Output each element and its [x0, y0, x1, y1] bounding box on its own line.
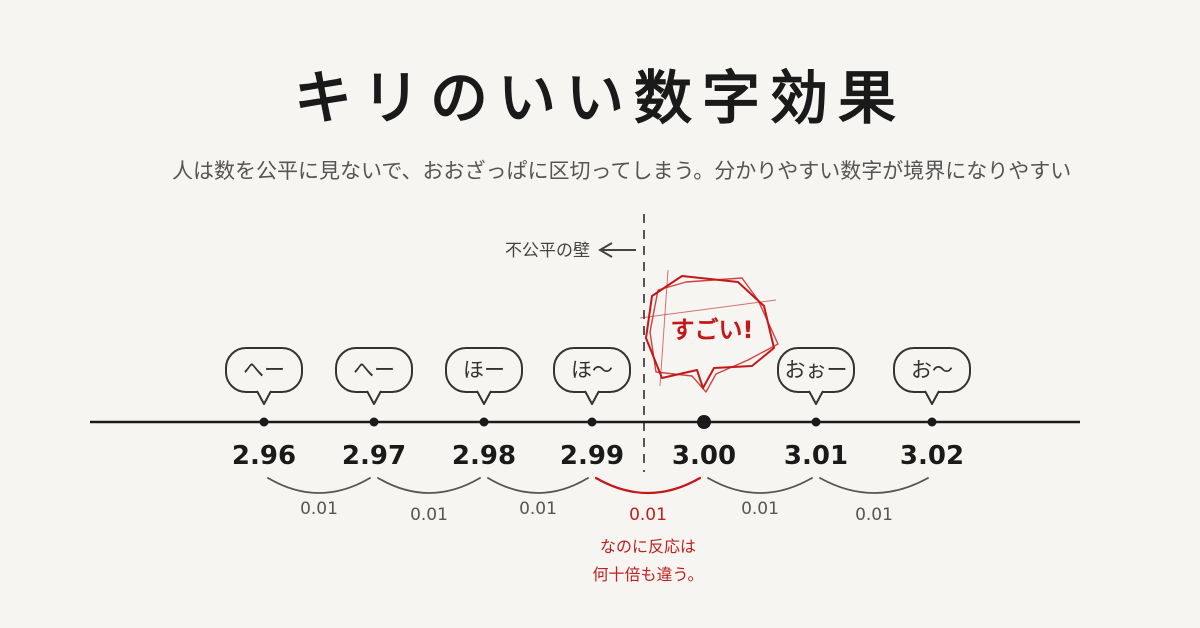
reaction-bubble-tail	[924, 390, 940, 405]
reaction-bubble-text: へー	[353, 358, 395, 382]
reaction-bubble-text: へー	[243, 358, 285, 382]
wow-bubble-text: すごい!	[671, 316, 754, 344]
note-line-1: なのに反応は	[600, 537, 696, 556]
gap-brace	[267, 477, 371, 494]
tick-dot	[811, 417, 821, 427]
ticks-layer: 2.96 へー 2.97 へー 2.98 ほー 2.99 ほ〜 3.00 3.01 おぉー 3.02 お…	[225, 347, 971, 471]
reaction-bubble-text: お〜	[911, 358, 953, 382]
gap-label: 0.01	[855, 505, 893, 525]
reaction-bubble-text: ほー	[463, 358, 505, 382]
tick-label: 2.98	[452, 441, 516, 471]
gap-brace	[594, 476, 702, 494]
tick-label: 3.01	[784, 441, 848, 471]
unfair-wall-label: 不公平の壁	[505, 241, 590, 261]
gaps-layer: 0.01 0.01 0.01 0.01 0.01 0.01	[267, 476, 929, 525]
gap-brace	[819, 477, 929, 494]
note-line-2: 何十倍も違う。	[592, 565, 703, 584]
gap-brace	[707, 477, 813, 494]
tick-dot	[587, 417, 597, 427]
tick-dot	[369, 417, 379, 427]
gap-brace	[377, 477, 481, 494]
gap-label: 0.01	[410, 505, 448, 525]
diagram-subtitle: 人は数を公平に見ないで、おおざっぱに区切ってしまう。分かりやすい数字が境界になり…	[172, 159, 1071, 183]
tick-label: 2.99	[560, 441, 624, 471]
diagram-title: キリのいい数字効果	[294, 64, 906, 132]
reaction-bubble-tail	[808, 390, 824, 405]
gap-label: 0.01	[741, 499, 779, 519]
reaction-bubble-text: ほ〜	[571, 358, 613, 382]
tick-label: 3.02	[900, 441, 964, 471]
wow-bubble-outline-sketch	[649, 277, 779, 393]
tick-dot	[479, 417, 489, 427]
reaction-bubble-tail	[584, 390, 600, 405]
gap-label: 0.01	[629, 505, 667, 525]
wow-bubble-scribble	[639, 299, 777, 319]
arrow-left-icon	[598, 242, 613, 258]
wow-bubble: すごい!	[639, 269, 779, 393]
gap-label: 0.01	[300, 499, 338, 519]
tick-dot	[259, 417, 269, 427]
reaction-bubble-text: おぉー	[785, 358, 848, 382]
tick-label: 2.97	[342, 441, 406, 471]
reaction-bubble-tail	[366, 390, 382, 405]
reaction-bubble-tail	[256, 390, 272, 405]
tick-label: 2.96	[232, 441, 296, 471]
reaction-bubble-tail	[476, 390, 492, 405]
tick-dot	[697, 415, 711, 429]
tick-label: 3.00	[672, 441, 736, 471]
wow-bubble-scribble	[659, 269, 669, 387]
gap-label: 0.01	[519, 499, 557, 519]
gap-brace	[487, 477, 589, 494]
tick-dot	[927, 417, 937, 427]
